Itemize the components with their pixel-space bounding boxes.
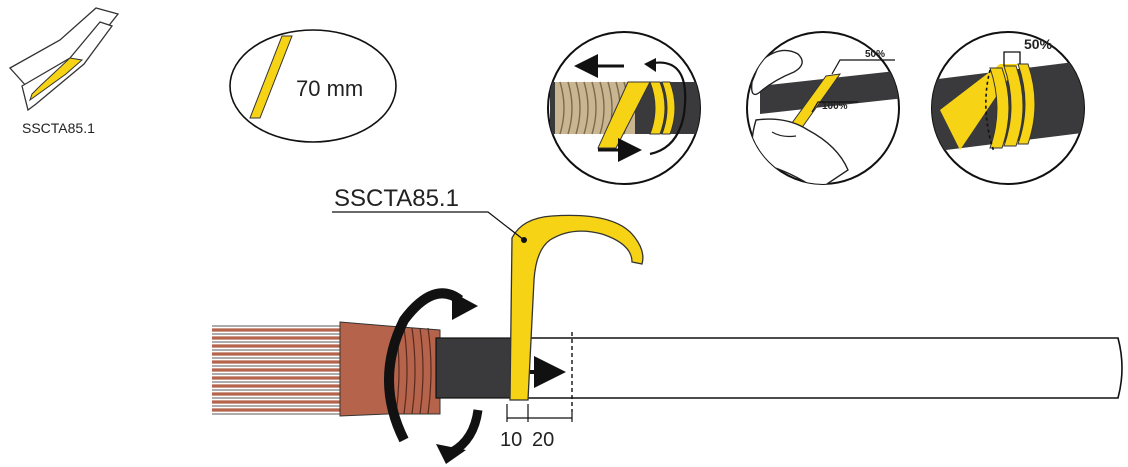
overlap-closeup-inset [931, 31, 1085, 185]
dimension-lines [506, 404, 573, 422]
overlap-hands-inset [746, 31, 900, 185]
wrap-direction-inset [547, 31, 701, 185]
product-code-small: SSCTA85.1 [22, 120, 95, 136]
tape-length-label: 70 mm [296, 76, 363, 101]
overlap-label-a: 50% [865, 49, 885, 60]
cable-assembly [212, 214, 1123, 464]
callout-leader [332, 211, 527, 243]
overlap-label-c: 50% [1024, 36, 1053, 52]
dimension-left: 10 [500, 429, 522, 451]
overlap-label-b: 100% [822, 101, 848, 112]
dimension-right: 20 [532, 429, 554, 451]
tape-length-bubble [229, 29, 397, 143]
tape-package-icon [8, 7, 120, 112]
callout-label: SSCTA85.1 [334, 185, 459, 212]
